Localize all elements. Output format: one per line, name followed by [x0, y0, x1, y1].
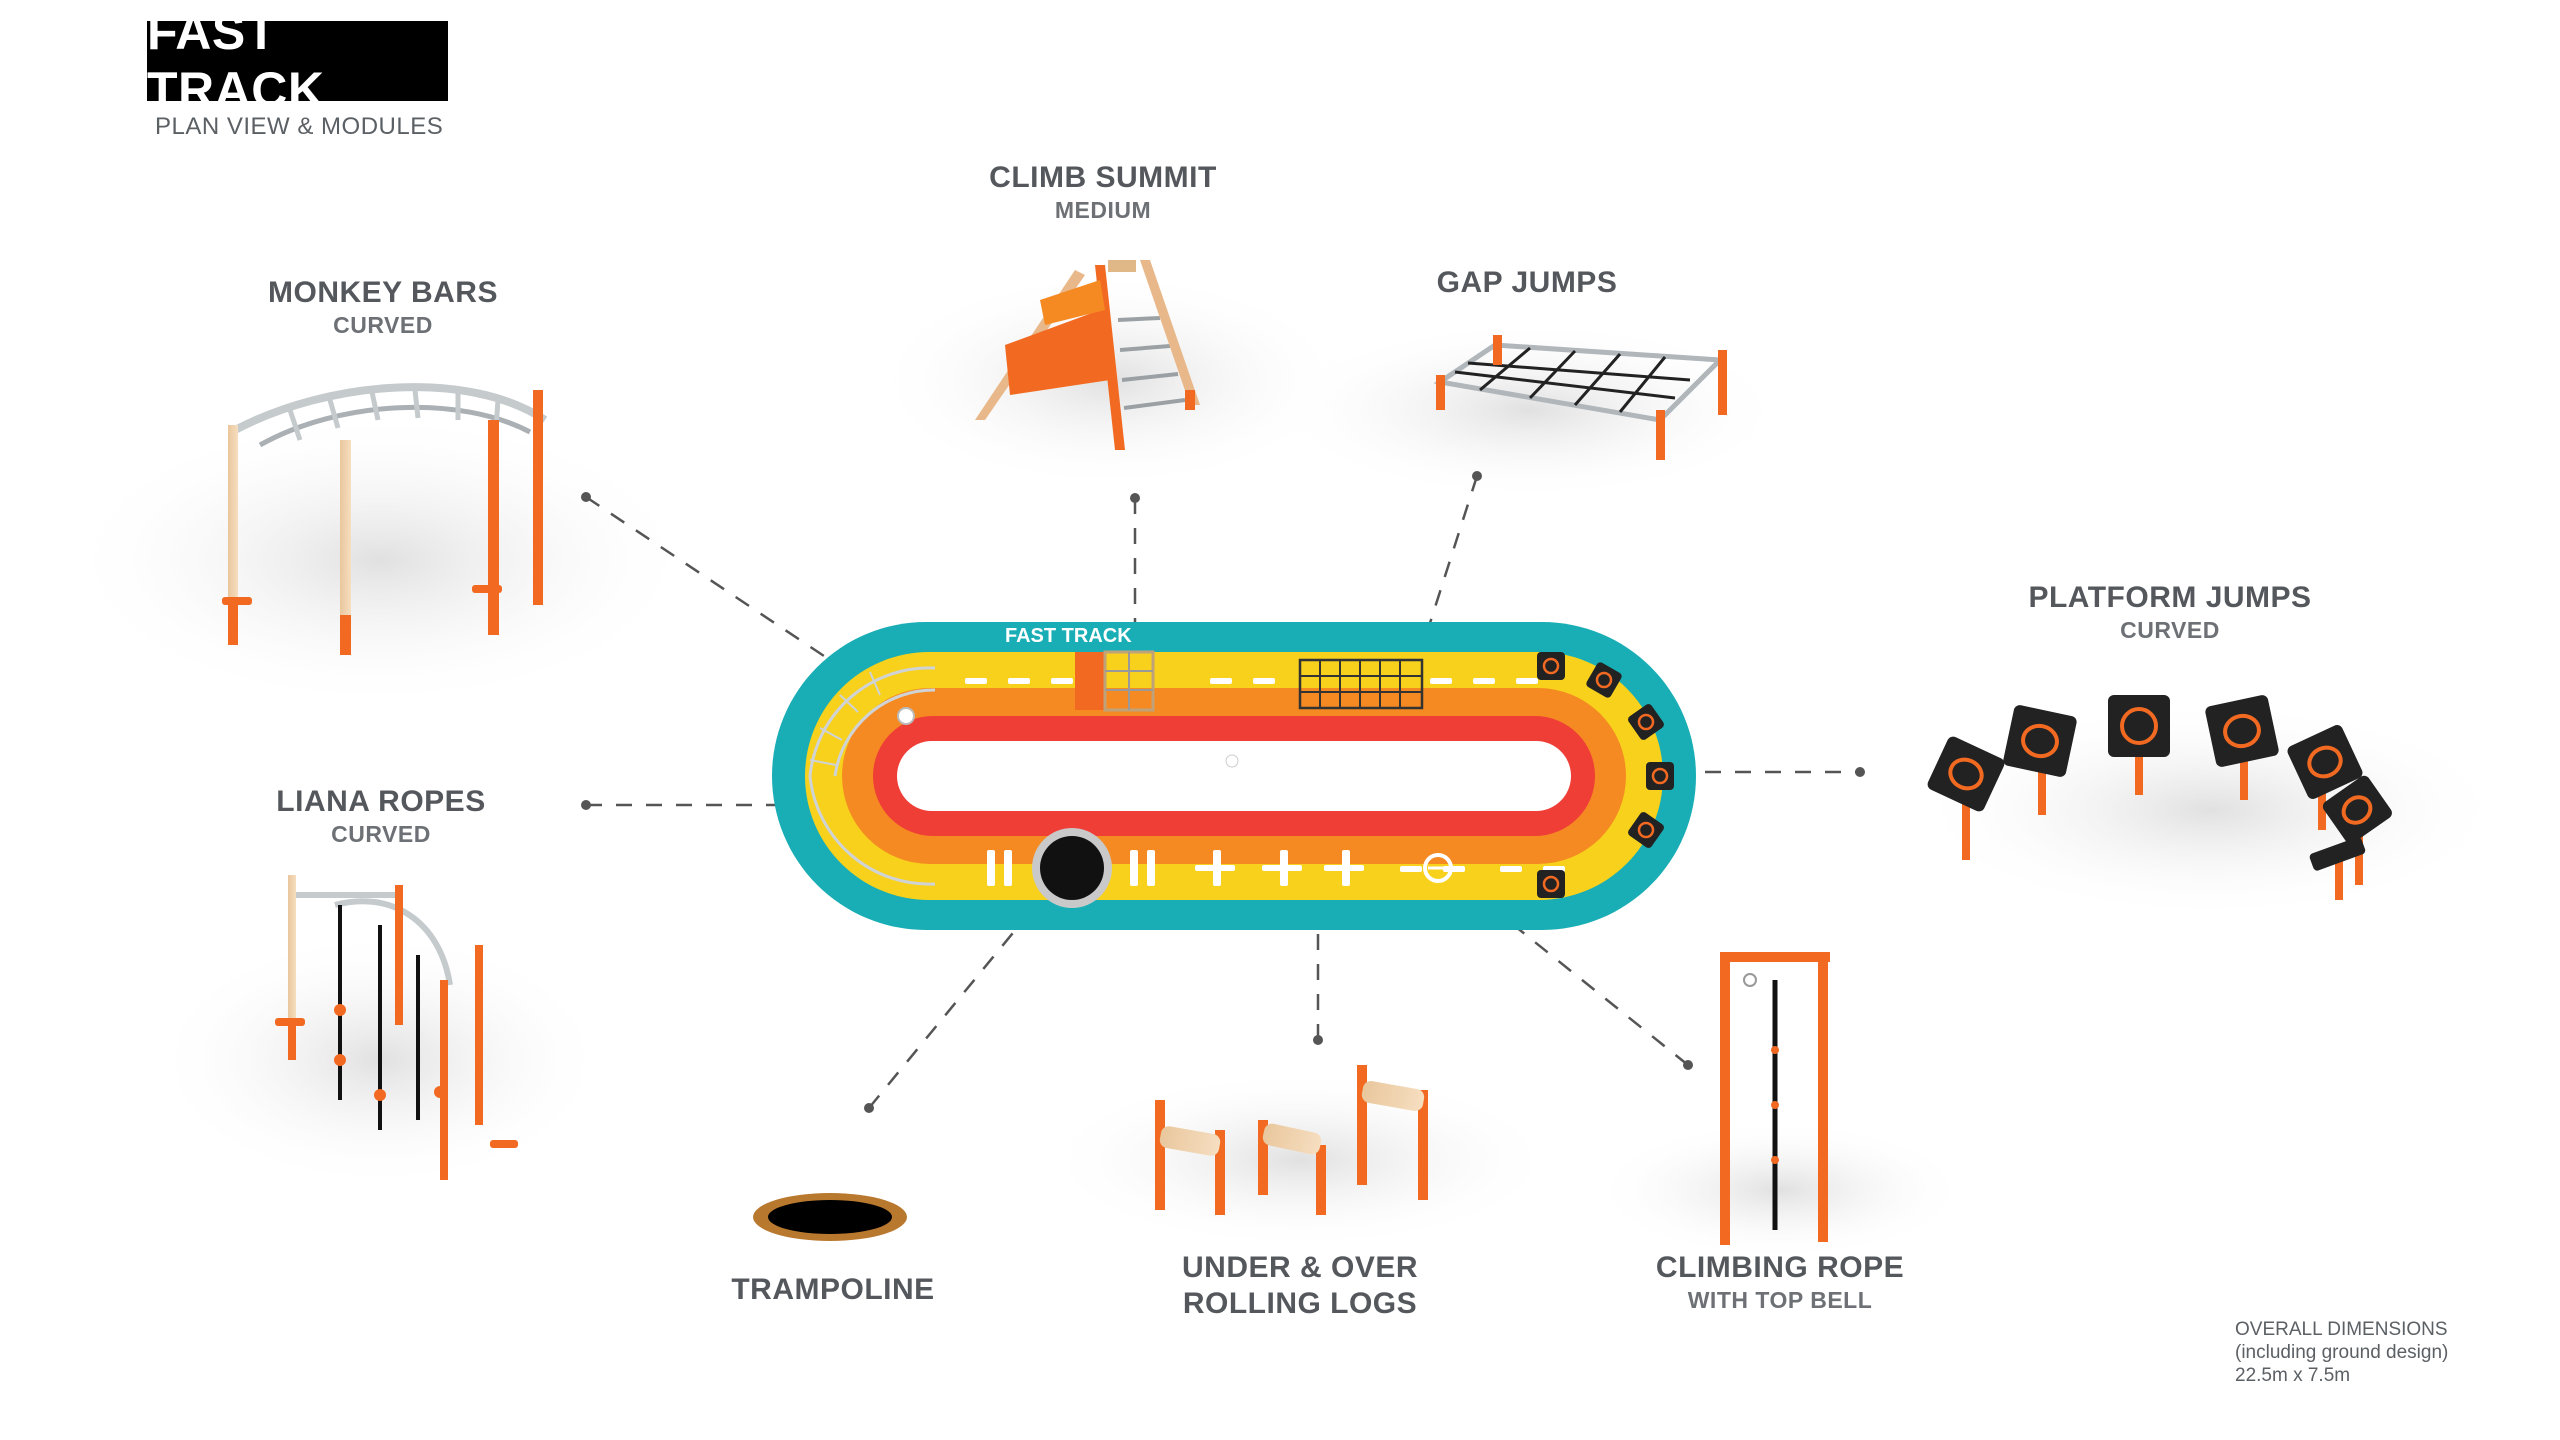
- label-gap-jumps: GAP JUMPS: [1436, 266, 1618, 299]
- label-liana-ropes: LIANA ROPES CURVED: [276, 785, 486, 847]
- trampoline-illustration: [753, 1193, 907, 1241]
- platform-jumps-illustration: [1927, 695, 2392, 900]
- climb-summit-illustration: [975, 260, 1200, 450]
- dims-heading: OVERALL DIMENSIONS: [2235, 1319, 2448, 1340]
- liana-ropes-illustration: [275, 875, 518, 1180]
- monkey-bars-illustration: [222, 383, 548, 655]
- label-climbing-rope: CLIMBING ROPE WITH TOP BELL: [1655, 1251, 1905, 1313]
- dims-value: 22.5m x 7.5m: [2235, 1365, 2351, 1386]
- label-trampoline: TRAMPOLINE: [731, 1273, 935, 1306]
- dims-note: (including ground design): [2235, 1342, 2449, 1363]
- climbing-rope-illustration: [1720, 952, 1830, 1245]
- label-rolling-logs: UNDER & OVER ROLLING LOGS: [1181, 1251, 1419, 1320]
- track-label: FAST TRACK: [1005, 625, 1132, 647]
- label-climb-summit: CLIMB SUMMIT MEDIUM: [989, 161, 1217, 223]
- connector-dots: [581, 471, 1865, 1113]
- page-subtitle: PLAN VIEW & MODULES: [155, 113, 444, 140]
- overall-dimensions: OVERALL DIMENSIONS (including ground des…: [2235, 1318, 2448, 1387]
- track-plan: FAST TRACK: [772, 622, 1696, 930]
- label-platform-jumps: PLATFORM JUMPS CURVED: [2028, 581, 2312, 643]
- label-monkey-bars: MONKEY BARS CURVED: [268, 276, 498, 338]
- rolling-logs-illustration: [1155, 1065, 1428, 1215]
- gap-jumps-illustration: [1433, 335, 1727, 460]
